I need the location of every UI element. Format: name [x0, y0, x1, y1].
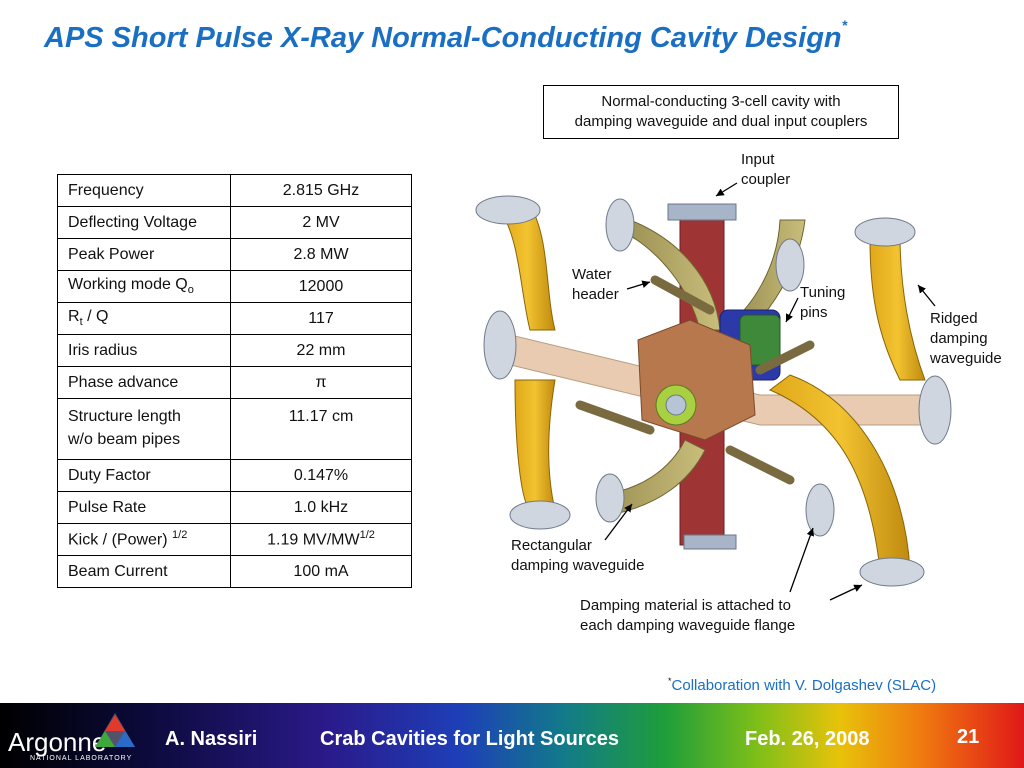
- footer-talk-title: Crab Cavities for Light Sources: [320, 728, 619, 750]
- flange-rect-upper: [605, 198, 635, 252]
- argonne-logo: Argonne: [8, 727, 107, 757]
- footer-bar: Argonne NATIONAL LABORATORY A. Nassiri C…: [0, 703, 1024, 768]
- flange-upper-right: [854, 217, 916, 247]
- param-value: 100 mA: [230, 555, 412, 588]
- page-number: 21: [957, 726, 980, 748]
- param-label: Working mode Qo: [57, 270, 231, 303]
- cavity-3d-illustration: [475, 195, 952, 587]
- flange-rect-lower: [595, 473, 625, 523]
- water-header-rod-lower-right: [725, 445, 795, 485]
- ridged-waveguide-upper-right: [869, 234, 926, 381]
- param-value: 1.19 MV/MW1/2: [230, 523, 412, 556]
- param-value: 12000: [230, 270, 412, 303]
- param-label: Deflecting Voltage: [57, 206, 231, 239]
- footer-date: Feb. 26, 2008: [745, 728, 870, 750]
- param-value: 11.17 cm: [230, 398, 412, 460]
- water-header-rod-lower: [575, 400, 655, 435]
- param-label: Beam Current: [57, 555, 231, 588]
- ridged-waveguide-upper-left: [499, 204, 556, 331]
- param-value: 2 MV: [230, 206, 412, 239]
- flange-lower-left: [509, 500, 571, 530]
- param-label: Duty Factor: [57, 459, 231, 492]
- beam-pipe-bore: [665, 394, 687, 416]
- input-coupler-flange: [667, 203, 737, 221]
- arrow-water-header: [626, 280, 651, 290]
- rect-waveguide-lower: [599, 439, 706, 516]
- footer-author: A. Nassiri: [165, 728, 258, 750]
- param-value: 0.147%: [230, 459, 412, 492]
- param-label: Kick / (Power) 1/2: [57, 523, 231, 556]
- diagram-caption-box: Normal-conducting 3-cell cavity with dam…: [543, 85, 899, 139]
- lower-coupler-flange: [683, 534, 737, 550]
- param-label: Peak Power: [57, 238, 231, 271]
- argonne-logo-icon: [95, 713, 135, 747]
- diagram-caption-line1: Normal-conducting 3-cell cavity with: [601, 93, 841, 110]
- label-arrows: [604, 182, 936, 601]
- param-value: 2.8 MW: [230, 238, 412, 271]
- tuning-pin: [755, 340, 815, 375]
- water-header-rod-upper: [650, 275, 715, 315]
- title-footnote-marker: *: [841, 17, 848, 34]
- diagram-caption-line2: damping waveguide and dual input coupler…: [574, 113, 868, 130]
- arrow-damping-material-1: [789, 527, 815, 593]
- argonne-logo-sub: NATIONAL LABORATORY: [30, 755, 133, 762]
- arrow-damping-material-2: [829, 584, 863, 601]
- flange-lower-right: [859, 557, 925, 587]
- param-label: Iris radius: [57, 334, 231, 367]
- flange-rect-upper-right: [775, 238, 805, 292]
- flange-right: [918, 375, 952, 445]
- collaboration-note: *Collaboration with V. Dolgashev (SLAC): [668, 676, 937, 694]
- flange-upper-left: [475, 195, 541, 225]
- param-label: Rt / Q: [57, 302, 231, 335]
- flange-left: [483, 310, 517, 380]
- arrow-input-coupler: [715, 182, 738, 197]
- arrow-tuning-pins: [785, 297, 799, 323]
- flange-rect-lower-right: [805, 483, 835, 537]
- param-label: Frequency: [57, 174, 231, 207]
- arrow-ridged-waveguide: [917, 284, 936, 307]
- arrow-rectangular-waveguide: [604, 503, 633, 541]
- param-label: Phase advance: [57, 366, 231, 399]
- slide-title: APS Short Pulse X-Ray Normal-Conducting …: [44, 17, 848, 54]
